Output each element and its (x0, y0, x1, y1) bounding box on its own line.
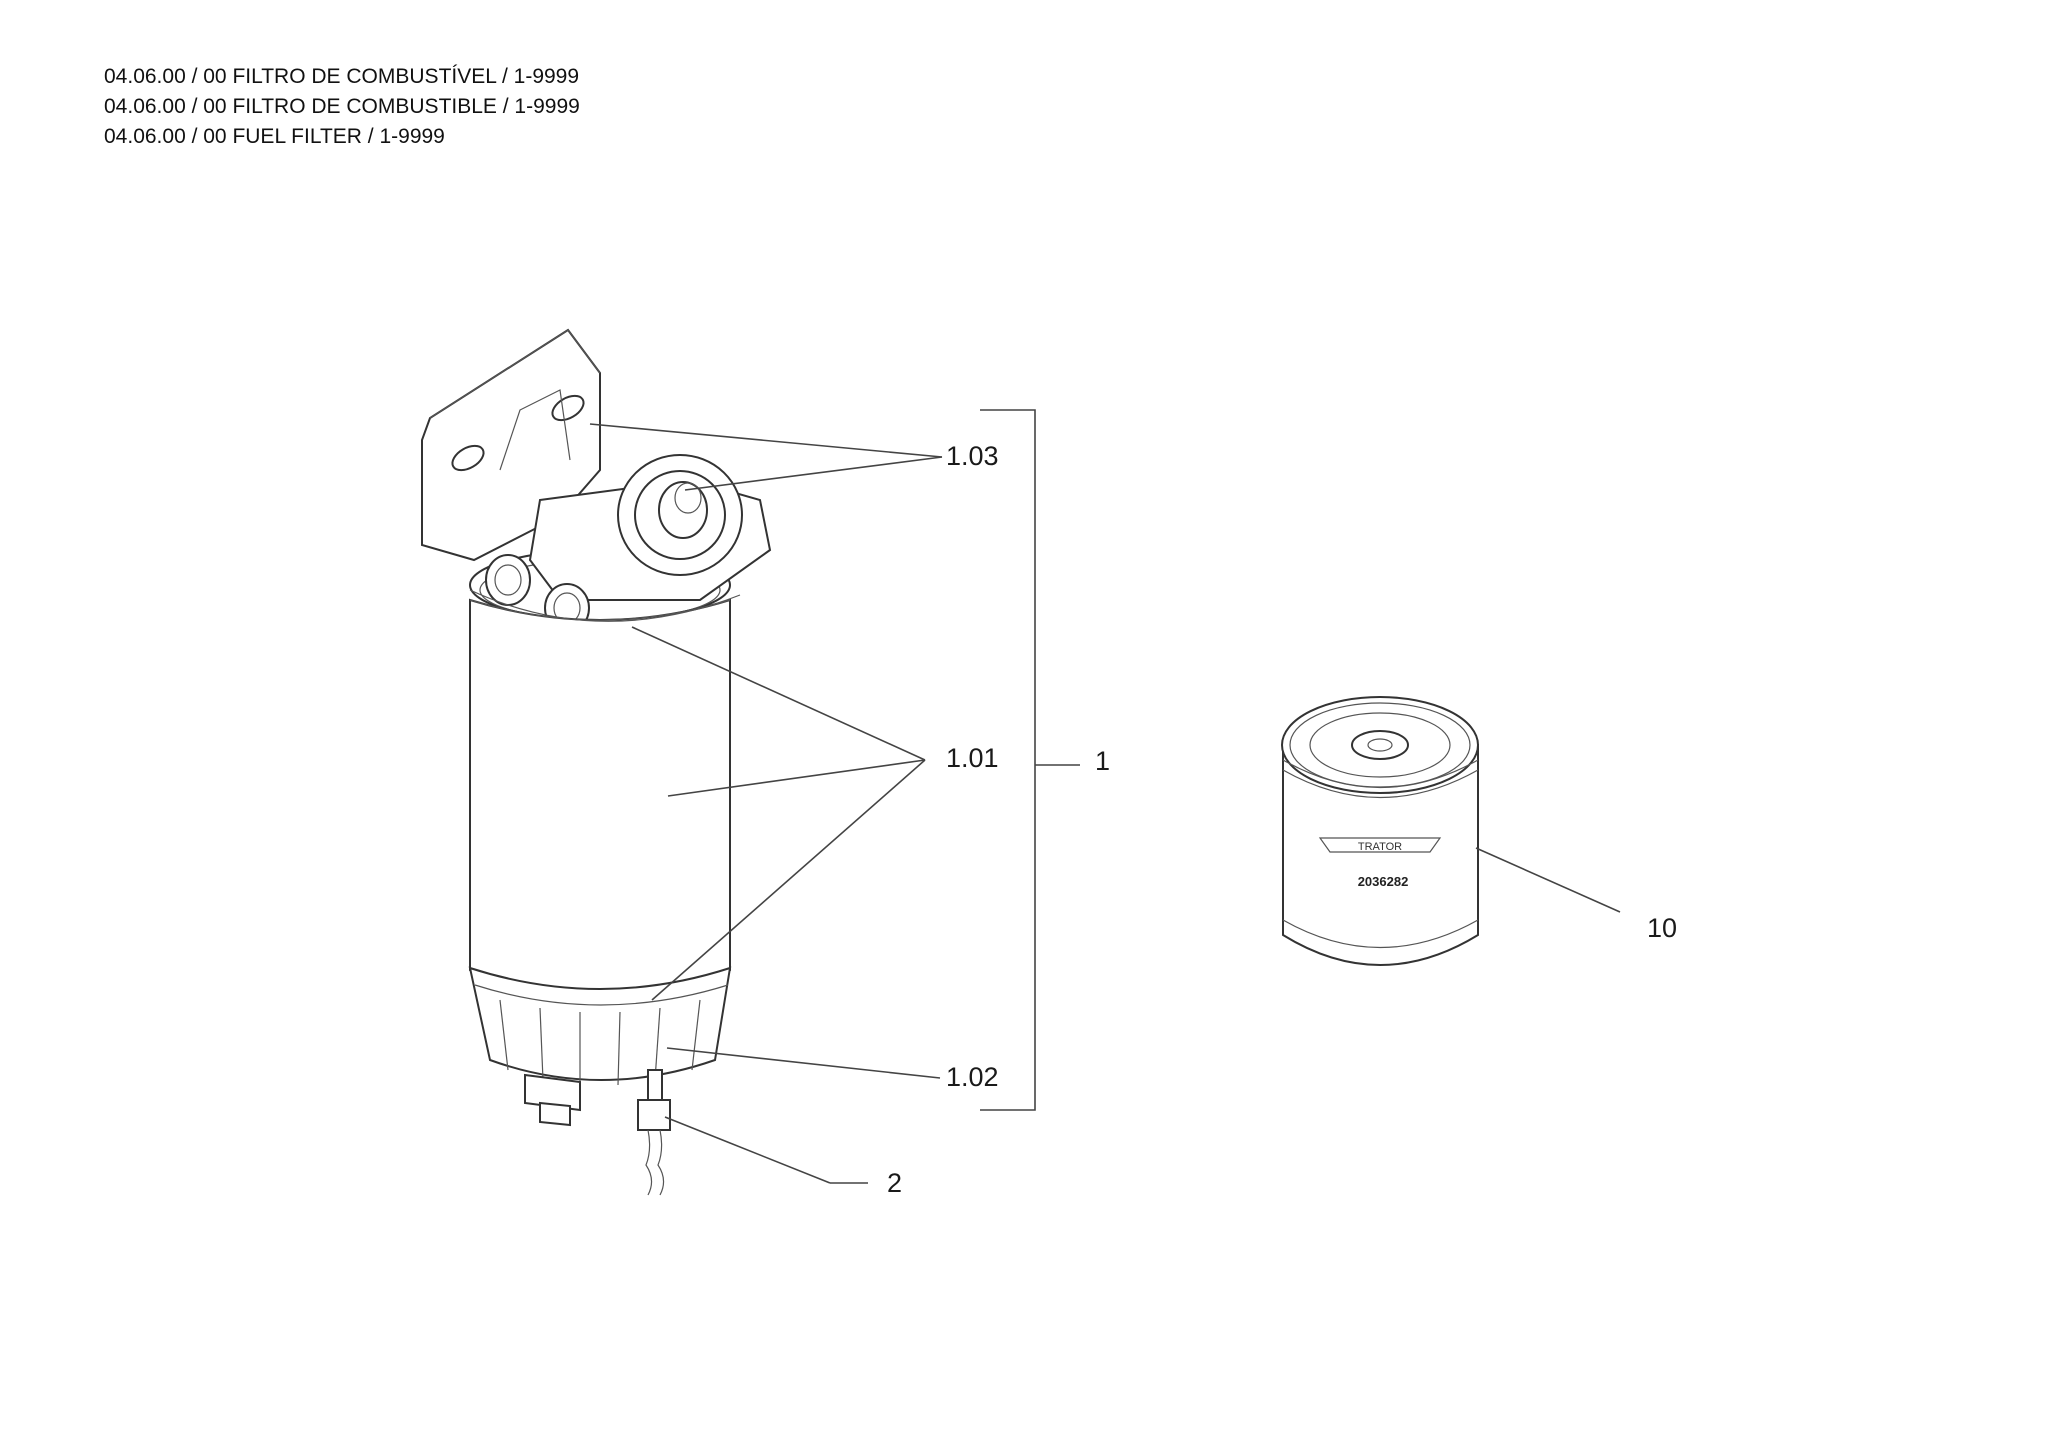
filter-head (469, 454, 772, 633)
callout-1-01: 1.01 (946, 743, 999, 773)
water-separator-bowl (468, 966, 732, 1127)
filter-brand-logo: TRATOR (1318, 837, 1442, 853)
page-header: 04.06.00 / 00 FILTRO DE COMBUSTÍVEL / 1-… (104, 62, 580, 152)
callout-1-03: 1.03 (946, 441, 999, 471)
callout-10: 10 (1647, 913, 1677, 943)
fuel-filter-assembly[interactable] (421, 328, 772, 1196)
leader-lines (589, 409, 1621, 1184)
title-spanish: 04.06.00 / 00 FILTRO DE COMBUSTIBLE / 1-… (104, 95, 580, 118)
drain-valve[interactable] (637, 1069, 671, 1196)
spin-on-filter-cartridge[interactable]: TRATOR 2036282 (1281, 696, 1479, 966)
title-english: 04.06.00 / 00 FUEL FILTER / 1-9999 (104, 125, 445, 148)
filter-brand-text: TRATOR (1358, 841, 1402, 853)
callout-2: 2 (887, 1168, 902, 1198)
title-portuguese: 04.06.00 / 00 FILTRO DE COMBUSTÍVEL / 1-… (104, 65, 580, 88)
filter-part-number: 2036282 (1358, 874, 1409, 889)
callout-1-02: 1.02 (946, 1062, 999, 1092)
filter-element (469, 589, 741, 991)
callout-1: 1 (1095, 746, 1110, 776)
